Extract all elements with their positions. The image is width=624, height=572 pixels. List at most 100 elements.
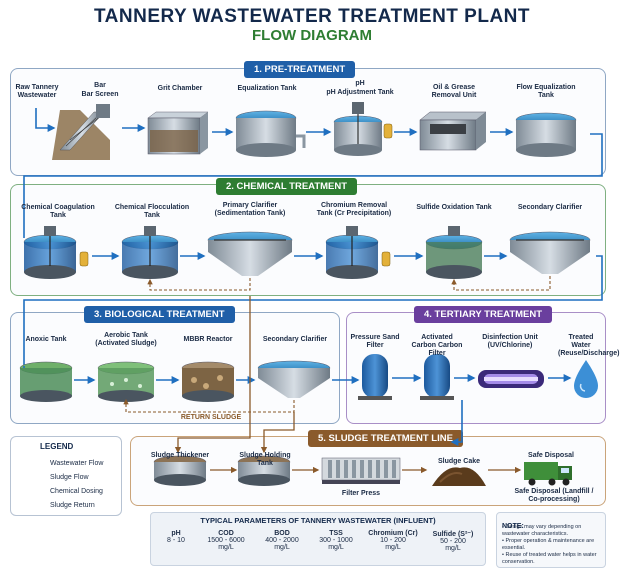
param-col-bod: BOD 400 - 2000 mg/L	[256, 530, 308, 551]
param-name: COD	[218, 530, 234, 537]
chemical-treatment-panel	[10, 184, 606, 296]
param-name: pH	[171, 530, 181, 537]
label-safe-disposal-top: Safe Disposal	[528, 452, 574, 459]
param-unit: mg/L	[218, 544, 234, 551]
bar-screen-icon	[52, 104, 110, 160]
note-box	[496, 512, 606, 568]
note-item-text: Design may vary depending on wastewater …	[502, 524, 582, 537]
label-equalization-tank: Equalization Tank	[237, 85, 297, 92]
note-item-1: • Design may vary depending on wastewate…	[502, 524, 582, 537]
label-chromium-removal: Chromium Removal Tank (Cr Precipitation)	[316, 202, 392, 217]
filter-press-icon	[321, 457, 401, 484]
aerobic-tank-icon	[97, 361, 155, 402]
param-value: 1500 - 6000	[207, 537, 245, 544]
pressure-sand-filter-icon	[358, 354, 392, 400]
chromium-removal-tank-icon	[325, 226, 391, 279]
param-unit: mg/L	[385, 544, 401, 551]
param-value: 300 - 1000	[319, 537, 353, 544]
sludge-treatment-badge: 5. SLUDGE TREATMENT LINE	[308, 430, 463, 447]
param-value: 8 - 10	[167, 537, 185, 544]
mbbr-reactor-icon	[181, 361, 235, 402]
oil-grease-removal-icon	[419, 111, 487, 151]
param-unit: mg/L	[328, 544, 344, 551]
label-ph-prefix: pH	[355, 80, 365, 87]
param-name: TSS	[329, 530, 343, 537]
label-grit-chamber: Grit Chamber	[157, 85, 203, 92]
coagulation-tank-icon	[23, 226, 89, 279]
label-mbbr-reactor: MBBR Reactor	[183, 336, 233, 343]
param-col-ph: pH 8 - 10	[156, 530, 196, 544]
equalization-tank-icon	[235, 110, 306, 157]
label-ph-adjustment: pH Adjustment Tank	[326, 89, 394, 96]
label-bar-screen: Bar Screen	[81, 91, 119, 98]
label-flow-equalization: Flow Equalization Tank	[516, 84, 576, 99]
treated-water-drop-icon	[574, 360, 598, 398]
note-title: NOTE:	[502, 515, 524, 533]
pre-treatment-badge: 1. PRE-TREATMENT	[244, 61, 356, 78]
parameters-table	[150, 512, 486, 566]
label-secondary-clarifier-bio: Secondary Clarifier	[262, 336, 328, 343]
param-value: 50 - 200	[440, 538, 466, 545]
anoxic-tank-icon	[19, 361, 73, 402]
param-name: Sulfide (S²⁻)	[432, 531, 474, 538]
param-col-sulfide: Sulfide (S²⁻) 50 - 200 mg/L	[424, 530, 482, 552]
label-raw-wastewater: Raw Tannery Wastewater	[15, 84, 59, 99]
label-disinfection-unit: Disinfection Unit (UV/Chlorine)	[482, 334, 538, 349]
sludge-cake-icon	[432, 467, 486, 486]
label-activated-carbon: Activated Carbon Carbon Filter	[411, 334, 463, 357]
sludge-thickener-icon	[153, 455, 207, 486]
note-item-text: Proper operation & maintenance are essen…	[502, 538, 595, 551]
label-sulfide-oxidation: Sulfide Oxidation Tank	[416, 204, 492, 211]
param-col-cod: COD 1500 - 6000 mg/L	[200, 530, 252, 551]
param-unit: mg/L	[274, 544, 290, 551]
label-oil-grease: Oil & Grease Removal Unit	[431, 84, 477, 99]
label-coagulation: Chemical Coagulation Tank	[21, 204, 95, 219]
label-return-sludge: RETURN SLUDGE	[176, 414, 246, 422]
secondary-clarifier-bio-icon	[257, 360, 331, 398]
filtrate-return-line	[450, 400, 463, 446]
flocculation-tank-icon	[121, 226, 179, 279]
pre-treatment-flow-arrows	[23, 108, 603, 238]
ph-adjustment-tank-icon	[333, 102, 393, 156]
param-col-tss: TSS 300 - 1000 mg/L	[310, 530, 362, 551]
page-subtitle: FLOW DIAGRAM	[252, 27, 372, 44]
return-sludge-line	[123, 398, 295, 413]
param-name: BOD	[274, 530, 290, 537]
secondary-clarifier-chem-icon	[509, 231, 591, 274]
page-title: TANNERY WASTEWATER TREATMENT PLANT	[93, 6, 531, 27]
param-name: Chromium (Cr)	[368, 530, 418, 537]
note-title-text: NOTE:	[502, 523, 524, 530]
label-flocculation: Chemical Flocculation Tank	[114, 204, 190, 219]
sludge-flow-lines	[174, 296, 522, 474]
tertiary-treatment-badge: 4. TERTIARY TREATMENT	[414, 306, 553, 323]
label-treated-water: Treated Water (Reuse/Discharge)	[558, 334, 620, 357]
parameters-title: TYPICAL PARAMETERS OF TANNERY WASTEWATER…	[200, 516, 436, 525]
activated-carbon-filter-icon	[420, 354, 454, 400]
chemical-treatment-badge: 2. CHEMICAL TREATMENT	[216, 178, 358, 195]
label-filter-press: Filter Press	[341, 490, 381, 497]
disposal-truck-icon	[524, 462, 572, 486]
tertiary-treatment-panel	[346, 312, 606, 424]
param-unit: mg/L	[445, 545, 461, 552]
uv-disinfection-icon	[478, 370, 544, 388]
flow-equalization-tank-icon	[515, 112, 577, 157]
label-primary-clarifier: Primary Clarifier (Sedimentation Tank)	[214, 202, 286, 217]
label-sludge-holding-tank: Sludge Holding Tank	[239, 452, 291, 467]
label-safe-disposal-detail: Safe Disposal (Landfill / Co-processing)	[514, 488, 594, 503]
legend-item-wastewater: Wastewater Flow	[50, 460, 104, 467]
note-item-3: • Reuse of treated water helps in water …	[502, 552, 597, 565]
legend-title: LEGEND	[40, 442, 74, 451]
legend-box	[10, 436, 122, 516]
chemical-flow-arrows	[23, 252, 603, 366]
sulfide-oxidation-tank-icon	[425, 226, 483, 279]
note-item-text: Reuse of treated water helps in water co…	[502, 552, 597, 565]
grit-chamber-icon	[147, 111, 209, 155]
label-aerobic-tank: Aerobic Tank (Activated Sludge)	[95, 332, 157, 347]
param-col-chromium: Chromium (Cr) 10 - 200 mg/L	[364, 530, 422, 551]
primary-clarifier-icon	[207, 231, 293, 276]
param-value: 10 - 200	[380, 537, 406, 544]
param-value: 400 - 2000	[265, 537, 299, 544]
biological-flow-arrows	[23, 366, 360, 384]
label-sludge-cake: Sludge Cake	[437, 458, 480, 465]
legend-item-sludge-return: Sludge Return	[50, 502, 95, 509]
